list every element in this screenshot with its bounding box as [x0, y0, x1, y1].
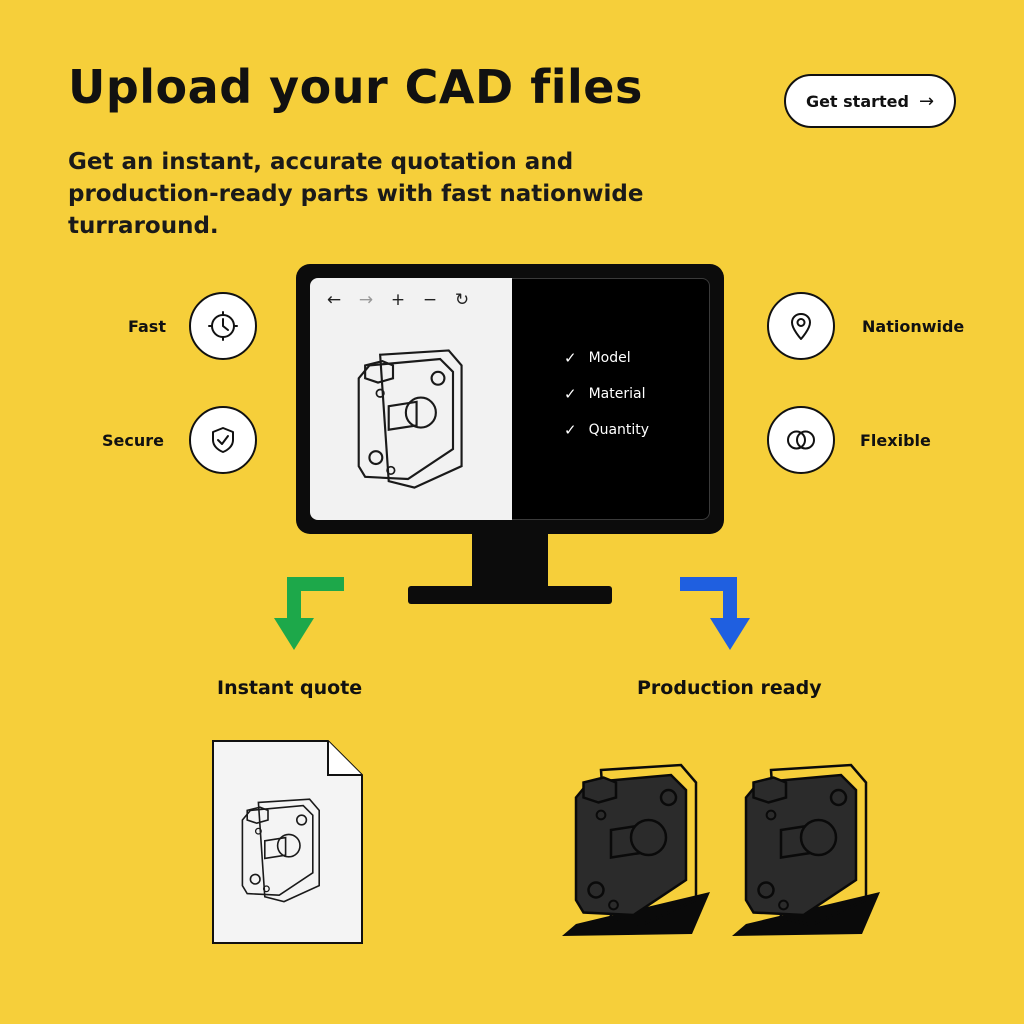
order-options-pane	[512, 278, 710, 520]
checklist-label: Material	[588, 386, 646, 402]
interlocking-rings-icon	[767, 406, 835, 474]
checkmark-icon: ✓	[564, 349, 577, 367]
checkmark-icon: ✓	[564, 385, 577, 403]
shield-check-icon	[189, 406, 257, 474]
cad-model-preview[interactable]	[346, 344, 470, 494]
checklist-item-quantity: ✓ Quantity	[564, 421, 649, 439]
get-started-button[interactable]: Get started →	[784, 74, 956, 128]
cad-viewer-pane[interactable]	[310, 278, 512, 520]
page-title: Upload your CAD files	[68, 60, 643, 114]
feature-nationwide-label: Nationwide	[862, 317, 965, 336]
production-ready-label: Production ready	[637, 677, 822, 699]
zoom-in-icon[interactable]: +	[390, 290, 406, 310]
green-flow-arrow-icon	[274, 577, 344, 650]
quote-document-icon	[212, 740, 363, 944]
page-subtitle: Get an instant, accurate quotation and p…	[68, 149, 644, 239]
feature-flexible-label: Flexible	[860, 431, 931, 450]
checklist-label: Quantity	[588, 422, 650, 438]
instant-quote-label: Instant quote	[217, 677, 363, 699]
feature-secure-label: Secure	[102, 431, 164, 450]
checklist-item-material: ✓ Material	[564, 385, 645, 403]
map-pin-icon	[767, 292, 835, 360]
checklist-item-model: ✓ Model	[564, 349, 631, 367]
machined-part-icon	[562, 763, 710, 936]
monitor-neck	[472, 534, 548, 586]
checkmark-icon: ✓	[564, 421, 577, 439]
feature-fast-label: Fast	[128, 317, 166, 336]
get-started-label: Get started	[805, 91, 909, 111]
checklist-label: Model	[588, 350, 631, 366]
refresh-icon[interactable]: ↻	[454, 290, 470, 310]
arrow-right-icon: →	[918, 90, 935, 112]
zoom-out-icon[interactable]: −	[422, 290, 438, 310]
clock-icon	[189, 292, 257, 360]
arrow-left-icon[interactable]: ←	[326, 290, 342, 310]
blue-flow-arrow-icon	[680, 577, 750, 650]
arrow-right-icon[interactable]: →	[358, 290, 374, 310]
machined-part-icon	[732, 763, 880, 936]
monitor-stand	[408, 586, 612, 604]
